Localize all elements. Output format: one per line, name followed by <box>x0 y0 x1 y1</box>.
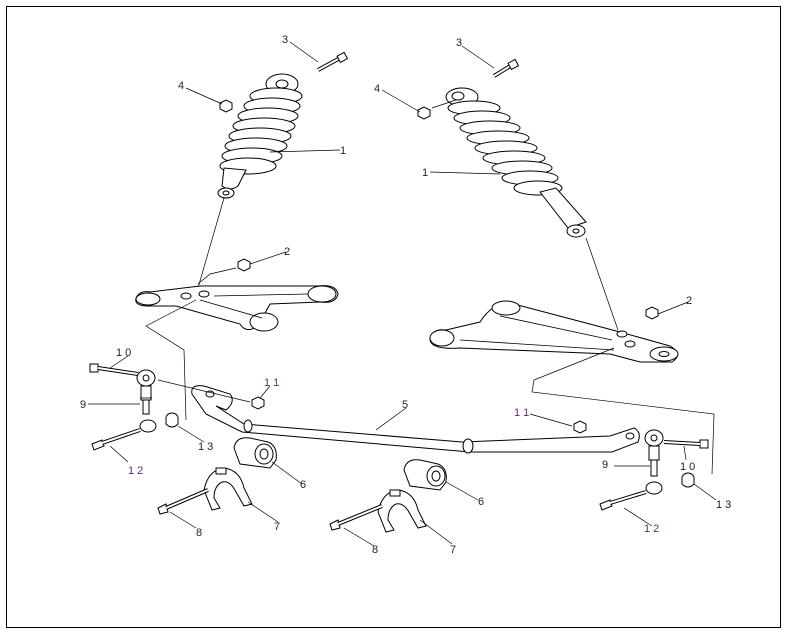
right-clamp-bolt <box>329 504 383 531</box>
left-bushing <box>233 437 277 469</box>
callout-4-right: 4 <box>374 83 380 95</box>
left-arm-nut <box>237 258 251 272</box>
right-a-arm <box>429 237 679 363</box>
callout-9-right: 9 <box>602 459 608 471</box>
right-shock-absorber <box>417 58 587 238</box>
right-top-bolt <box>492 58 520 78</box>
left-top-bolt <box>317 51 349 72</box>
stabilizer-bar <box>191 385 640 454</box>
diagram-frame <box>6 6 781 628</box>
callout-4-left: 4 <box>178 80 184 92</box>
callout-9-left: 9 <box>80 399 86 411</box>
left-shock-absorber <box>217 51 349 199</box>
callout-10-right: 1 0 <box>680 461 695 473</box>
callout-7-right: 7 <box>450 544 456 556</box>
callout-8-right: 8 <box>372 544 378 556</box>
right-bushing <box>403 459 447 491</box>
callout-8-left: 8 <box>196 527 202 539</box>
callout-13-right: 1 3 <box>716 499 731 511</box>
left-a-arm <box>135 197 339 332</box>
callout-13-left: 1 3 <box>198 441 213 453</box>
callout-12-left: 1 2 <box>128 465 143 477</box>
callout-labels: 3 4 1 2 3 4 1 2 1 0 9 1 2 1 1 1 3 5 6 7 … <box>80 34 731 556</box>
callout-10-left: 1 0 <box>116 347 131 359</box>
right-end-link <box>573 420 709 511</box>
leader-lines <box>88 41 717 547</box>
callout-1-left: 1 <box>340 145 346 157</box>
callout-5: 5 <box>402 399 408 411</box>
callout-11-right: 1 1 <box>514 407 529 419</box>
right-arm-nut <box>645 306 659 320</box>
left-top-nut <box>219 99 233 113</box>
left-clamp <box>203 467 253 511</box>
callout-1-right: 1 <box>422 167 428 179</box>
callout-3-right: 3 <box>456 37 462 49</box>
callout-11-left: 1 1 <box>264 377 279 389</box>
callout-6-right: 6 <box>478 496 484 508</box>
right-clamp <box>377 489 427 533</box>
callout-7-left: 7 <box>274 521 280 533</box>
callout-2-left: 2 <box>284 246 290 258</box>
callout-6-left: 6 <box>300 479 306 491</box>
right-top-nut <box>417 106 431 120</box>
left-clamp-bolt <box>157 488 209 515</box>
callout-3-left: 3 <box>282 34 288 46</box>
callout-12-right: 1 2 <box>644 523 659 535</box>
left-end-link <box>89 363 265 451</box>
callout-2-right: 2 <box>686 295 692 307</box>
